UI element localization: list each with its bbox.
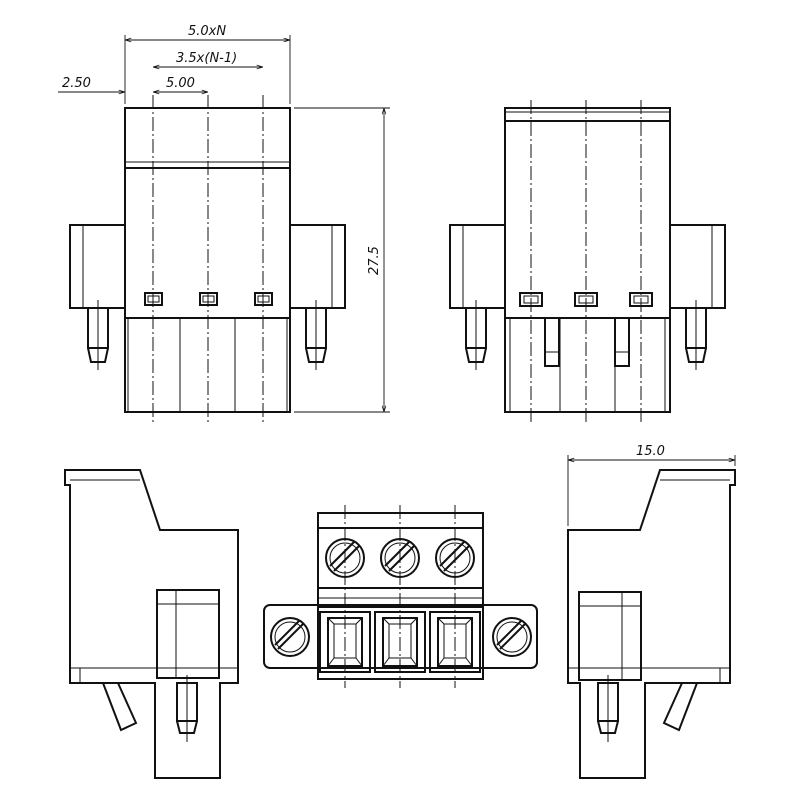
left-side-housing [156,589,220,679]
dim-depth: 15.0 [636,444,665,459]
right-side-housing [578,591,642,681]
dim-height: 27.5 [367,246,382,275]
rear-right-flange [669,224,726,370]
dim-pitch: 5.00 [166,76,195,91]
front-right-flange [289,224,346,370]
dim-edge-offset: 2.50 [62,76,91,91]
rear-view [449,100,726,422]
rear-body-outline [504,107,671,413]
right-side-view [567,469,736,779]
dim-pitch-span: 3.5x(N-1) [176,51,237,66]
top-view [263,505,538,688]
left-side-view [64,469,239,779]
rear-left-flange [449,224,506,370]
front-view [69,95,346,422]
depth-dimension: 15.0 [567,444,736,526]
dim-overall-width: 5.0xN [188,24,226,39]
front-dimensions: 5.0xN 3.5x(N-1) 5.00 2.50 27.5 [58,24,390,413]
mounting-screws [270,617,532,657]
front-left-flange [69,224,126,370]
